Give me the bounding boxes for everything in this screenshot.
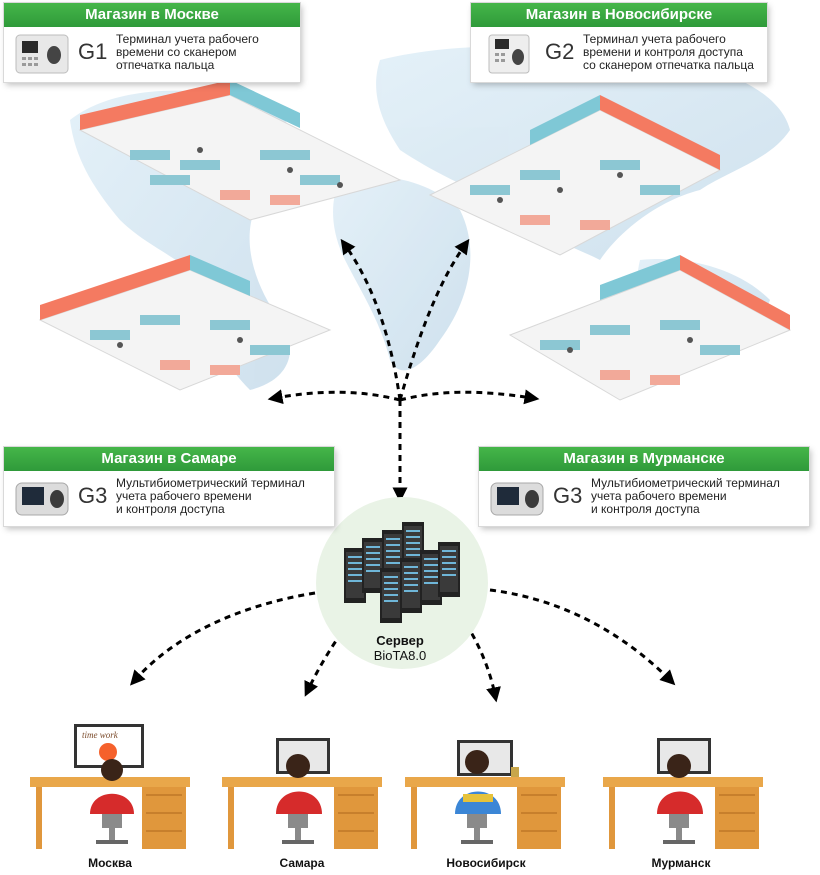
arrow-office-murmansk — [489, 588, 676, 686]
server-racks-icon — [344, 522, 460, 623]
arrow-murmansk — [399, 389, 540, 405]
terminal-g3-icon — [15, 482, 69, 516]
city-label-samara: Самара — [279, 856, 325, 870]
city-label-novosibirsk: Новосибирск — [446, 856, 526, 870]
city-label-moscow: Москва — [88, 856, 132, 870]
arrow-office-samara — [304, 614, 357, 697]
store-card-moscow: Магазин в Москве G1 Терминал учета рабоч… — [4, 3, 300, 82]
terminal-g2-icon — [488, 34, 530, 74]
continent-africa — [333, 176, 471, 371]
store-card-title: Магазин в Москве — [4, 3, 300, 27]
terminal-model: G3 — [553, 483, 583, 508]
store-floor-murmansk — [508, 255, 792, 401]
store-card-novosibirsk: Магазин в Новосибирске G2 Терминал учета… — [471, 3, 767, 82]
office-workstation-moscow: time work — [30, 724, 190, 849]
terminal-model: G2 — [545, 39, 575, 64]
office-workstation-murmansk — [603, 738, 763, 849]
arrow-office-moscow — [130, 591, 316, 686]
arrow-novosibirsk — [398, 238, 470, 401]
store-card-title: Магазин в Мурманске — [479, 447, 809, 471]
city-label-murmansk: Мурманск — [651, 856, 711, 870]
office-workstation-novosibirsk — [405, 740, 565, 849]
server-title: Сервер — [376, 633, 424, 648]
arrow-moscow — [340, 238, 402, 401]
terminal-g1-icon — [15, 34, 69, 74]
store-floor-novosibirsk — [428, 95, 722, 256]
monitor-screen-text: time work — [82, 730, 119, 740]
store-floor-moscow — [78, 80, 402, 221]
store-floor-samara — [38, 255, 332, 391]
server-label: Сервер BioTA8.0 — [330, 633, 470, 663]
terminal-model: G3 — [78, 483, 108, 508]
arrow-office-novosibirsk — [458, 614, 501, 703]
terminal-model: G1 — [78, 39, 108, 64]
store-card-samara: Магазин в Самаре G3 Мультибиометрический… — [4, 447, 334, 526]
store-card-murmansk: Магазин в Мурманске G3 Мультибиометричес… — [479, 447, 809, 526]
store-card-title: Магазин в Самаре — [4, 447, 334, 471]
office-workstation-samara — [222, 738, 382, 849]
terminal-g3-icon — [490, 482, 544, 516]
store-card-title: Магазин в Новосибирске — [471, 3, 767, 27]
arrow-samara — [267, 389, 401, 405]
server-name: BioTA8.0 — [373, 648, 427, 663]
